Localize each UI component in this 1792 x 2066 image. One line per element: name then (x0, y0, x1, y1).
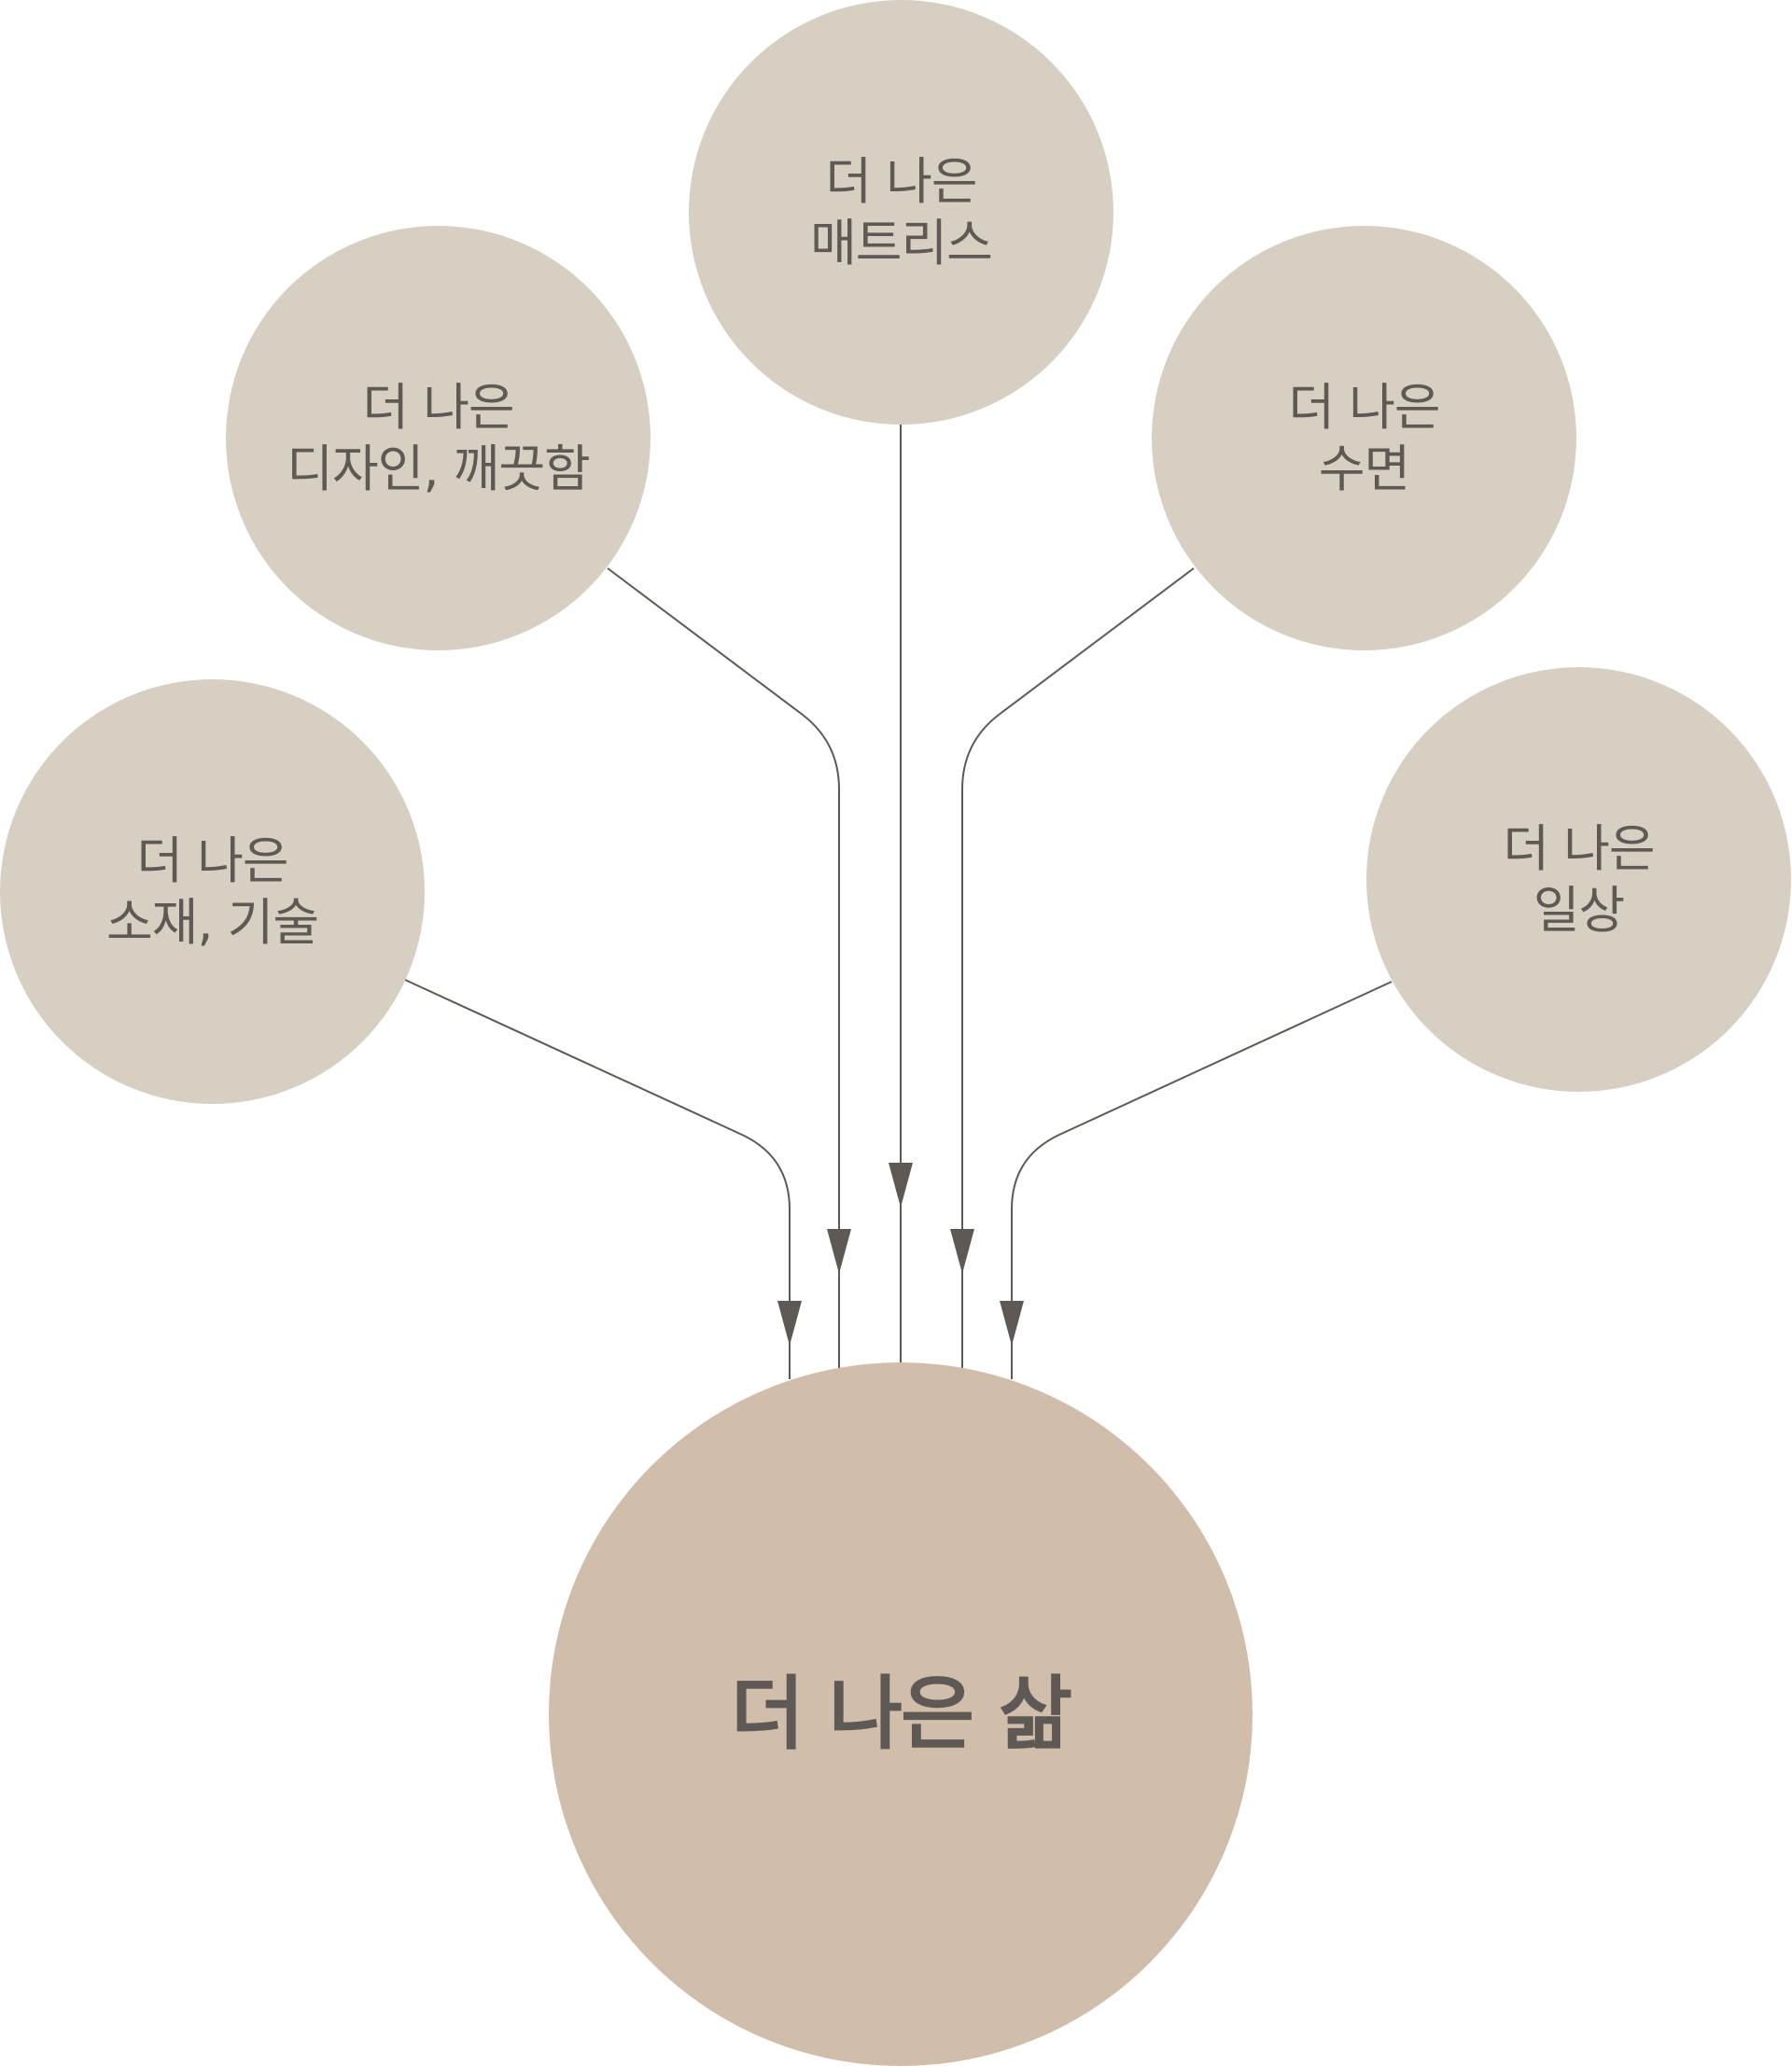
node-better-materials: 더 나은 소재, 기술 (0, 679, 425, 1104)
node-design-line2: 디자인, 깨끗함 (287, 439, 590, 498)
node-sleep-line2: 수면 (1318, 439, 1410, 498)
node-life-label: 더 나은 삶 (730, 1668, 1072, 1761)
arrowhead-materials (777, 1301, 802, 1346)
node-mattress-line1: 더 나은 (825, 151, 977, 211)
node-better-life: 더 나은 삶 (549, 1362, 1253, 2066)
arrowhead-daily (1000, 1301, 1024, 1346)
node-better-mattress: 더 나은 매트리스 (689, 0, 1113, 425)
node-sleep-line1: 더 나은 (1288, 377, 1440, 437)
arrowhead-mattress (889, 1163, 913, 1207)
connector-daily-to-life (1011, 981, 1393, 1379)
connector-sleep-to-life (961, 567, 1195, 1368)
arrowhead-sleep (950, 1229, 974, 1274)
node-mattress-line2: 매트리스 (810, 213, 993, 272)
node-materials-line2: 소재, 기술 (105, 892, 319, 952)
node-better-design: 더 나은 디자인, 깨끗함 (226, 226, 651, 650)
node-daily-line2: 일상 (1533, 880, 1625, 940)
node-better-sleep: 더 나은 수면 (1152, 226, 1576, 650)
node-better-daily-life: 더 나은 일상 (1366, 667, 1791, 1092)
node-design-line1: 더 나은 (362, 377, 514, 437)
node-daily-line1: 더 나은 (1503, 818, 1655, 878)
connector-materials-to-life (404, 979, 791, 1379)
arrowhead-design (827, 1229, 851, 1274)
connector-design-to-life (607, 567, 840, 1368)
node-materials-line1: 더 나은 (136, 831, 288, 890)
